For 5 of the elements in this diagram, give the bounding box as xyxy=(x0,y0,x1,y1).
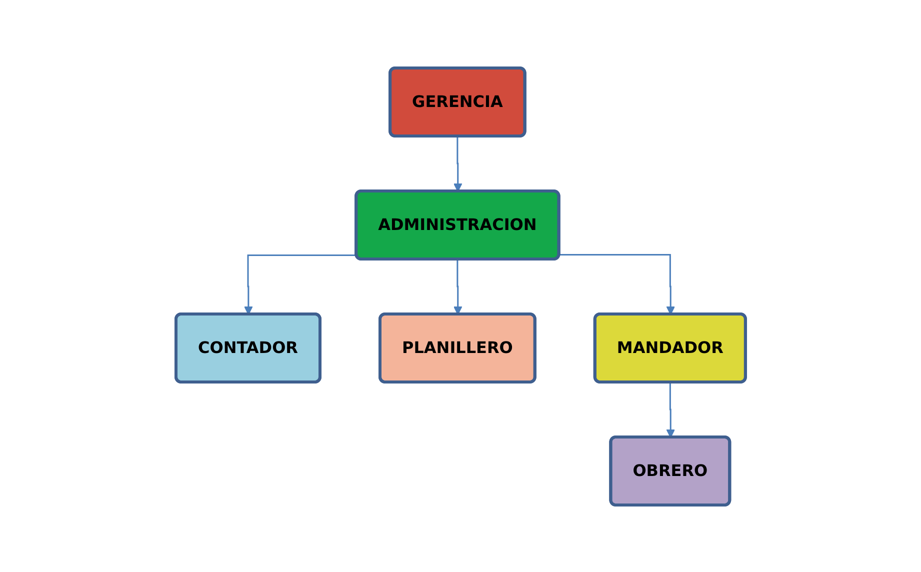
arrow xyxy=(666,381,675,438)
arrow xyxy=(453,135,462,192)
arrow xyxy=(453,258,462,314)
arrow xyxy=(559,254,675,314)
arrow xyxy=(244,254,356,314)
